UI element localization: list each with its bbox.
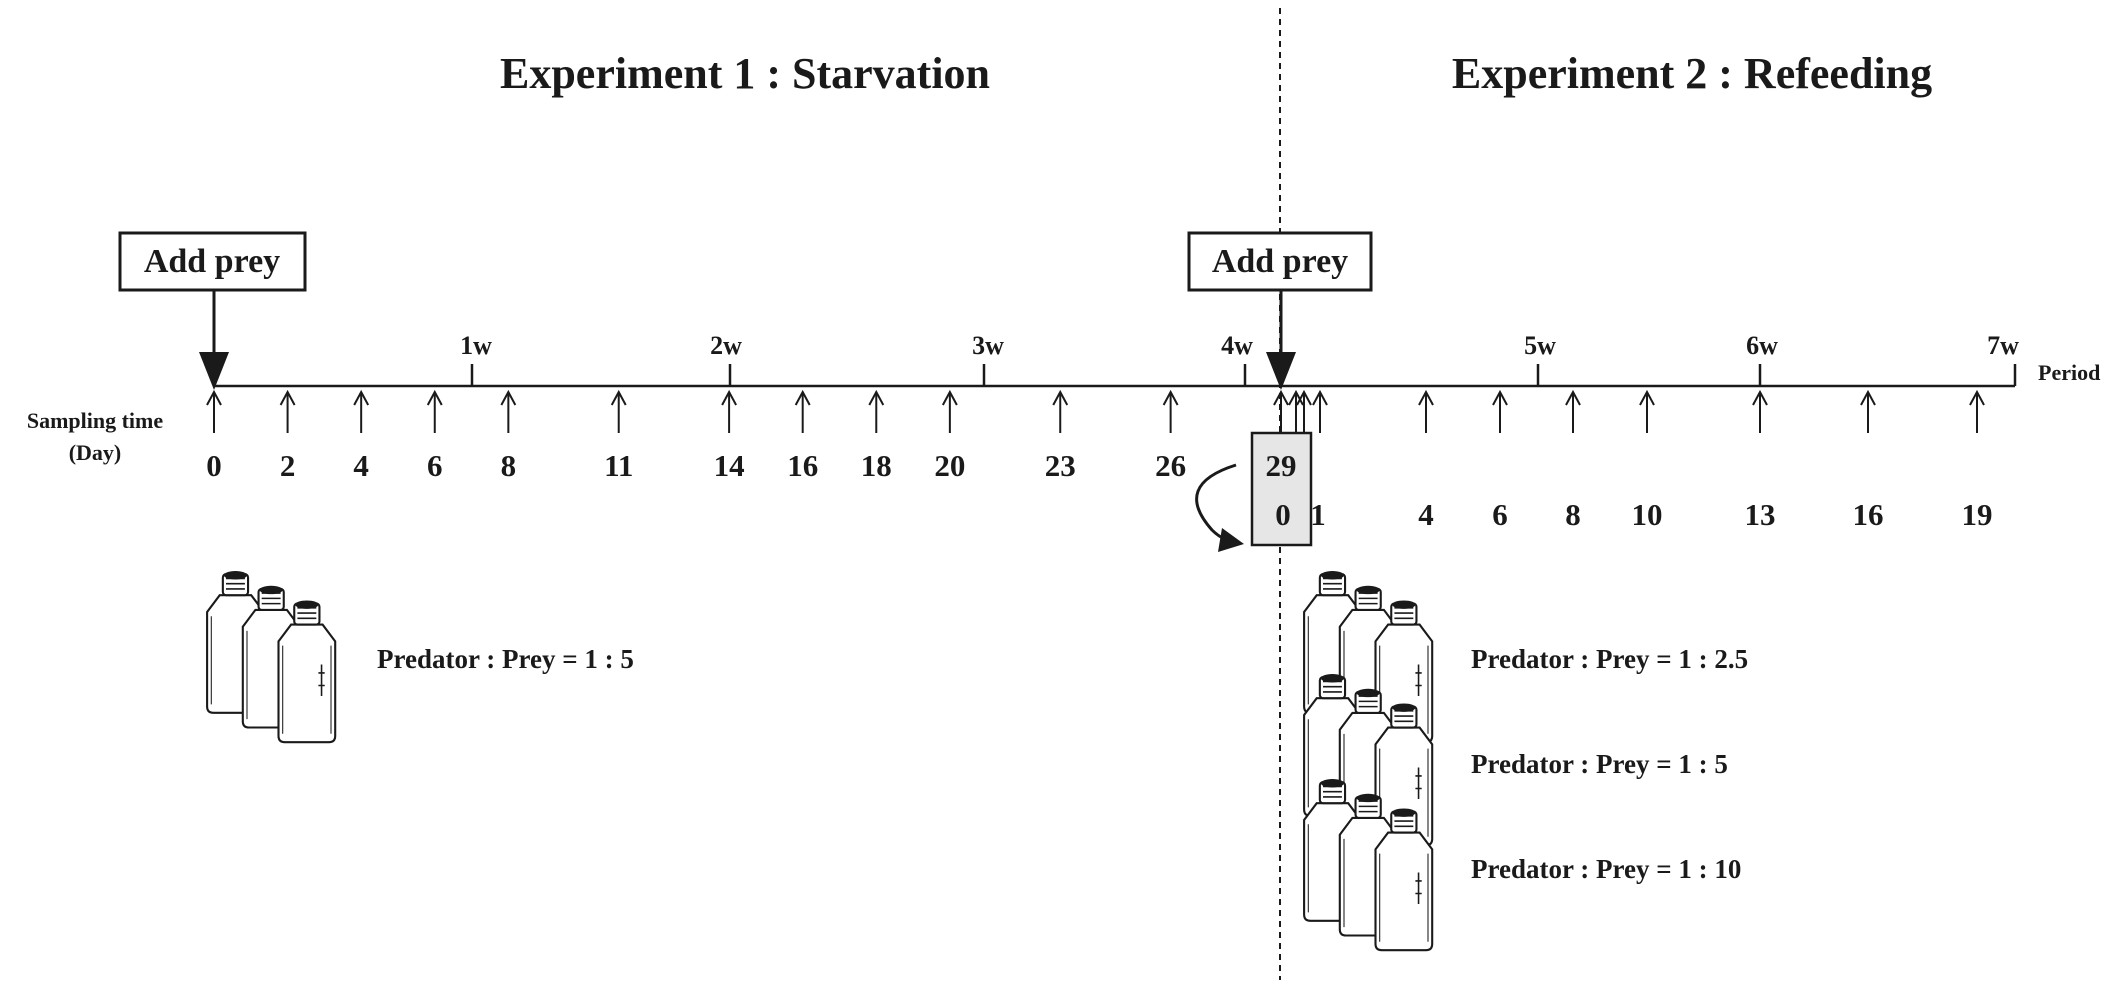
day-label-exp1-11: 11 xyxy=(604,448,633,483)
day-label-exp1-16: 16 xyxy=(787,448,818,483)
exp2-ratio-label-3: Predator : Prey = 1 : 10 xyxy=(1471,854,1741,884)
exp1-culture-bottles xyxy=(207,571,335,742)
day-label-exp2-6: 6 xyxy=(1492,497,1508,532)
add-prey-arrow-exp1 xyxy=(199,290,229,390)
sampling-arrow-exp2-day-10 xyxy=(1639,389,1655,433)
sampling-arrow-exp2-early-2 xyxy=(1312,389,1328,433)
day-label-exp1-23: 23 xyxy=(1045,448,1076,483)
week-tick-3w: 3w xyxy=(972,331,1004,386)
day-label-exp2-19: 19 xyxy=(1962,497,1993,532)
week-tick-5w: 5w xyxy=(1524,331,1556,386)
sampling-arrow-exp2-day-6 xyxy=(1492,389,1508,433)
day-label-exp1-2: 2 xyxy=(280,448,296,483)
sampling-arrow-exp2-day-4 xyxy=(1418,389,1434,433)
sampling-arrow-exp1-day-8 xyxy=(500,389,517,433)
sampling-arrow-exp1-day-2 xyxy=(279,389,296,433)
day-label-exp2-10: 10 xyxy=(1632,497,1663,532)
sampling-arrow-exp1-day-26 xyxy=(1162,389,1179,433)
sampling-time-label: Sampling time xyxy=(27,408,164,433)
sampling-arrow-exp1-day-11 xyxy=(610,389,627,433)
week-tick-2w: 2w xyxy=(710,331,742,386)
week-label-5w: 5w xyxy=(1524,331,1556,360)
day-label-exp2-1: 1 xyxy=(1310,497,1326,532)
add-prey-arrow-exp2 xyxy=(1266,290,1296,390)
day-label-exp1-20: 20 xyxy=(934,448,965,483)
day-label-exp1-18: 18 xyxy=(861,448,892,483)
day-label-exp1-4: 4 xyxy=(353,448,369,483)
sampling-arrow-exp2-day-13 xyxy=(1752,389,1768,433)
sampling-arrow-exp1-day-14 xyxy=(721,389,737,433)
sampling-arrow-exp2-day-16 xyxy=(1860,389,1876,433)
sampling-arrow-exp2-day-8 xyxy=(1565,389,1581,433)
sampling-time-unit: (Day) xyxy=(69,440,122,465)
sampling-arrow-exp1-day-29 xyxy=(1273,389,1289,433)
sampling-arrow-exp1-day-16 xyxy=(794,389,811,433)
sampling-arrow-exp1-day-0 xyxy=(206,389,222,433)
week-label-3w: 3w xyxy=(972,331,1004,360)
add-prey-box-exp1: Add prey xyxy=(118,231,307,292)
day-label-exp1-26: 26 xyxy=(1155,448,1186,483)
carry-over-arrow xyxy=(1195,463,1244,552)
day-label-exp2-13: 13 xyxy=(1745,497,1776,532)
week-label-6w: 6w xyxy=(1746,331,1778,360)
exp2-ratio-label-1: Predator : Prey = 1 : 2.5 xyxy=(1471,644,1748,674)
period-label: Period xyxy=(2038,360,2100,385)
add-prey-box-exp2: Add prey xyxy=(1187,231,1373,292)
experiment-2-title: Experiment 2 : Refeeding xyxy=(1452,49,1932,98)
week-label-2w: 2w xyxy=(710,331,742,360)
sampling-arrow-exp1-day-4 xyxy=(353,389,370,433)
add-prey-label-exp2: Add prey xyxy=(1212,243,1348,280)
sampling-arrow-exp1-day-23 xyxy=(1052,389,1069,433)
week-tick-6w: 6w xyxy=(1746,331,1778,386)
sampling-arrow-exp1-day-20 xyxy=(941,389,958,433)
week-label-4w: 4w xyxy=(1221,331,1253,360)
sampling-arrow-exp2-day-19 xyxy=(1969,389,1985,433)
day-label-exp2-0: 0 xyxy=(1275,497,1291,532)
sampling-arrow-exp2-early xyxy=(1288,389,1304,433)
sampling-arrow-exp1-day-6 xyxy=(426,389,443,433)
sampling-arrow-exp2-day-1 xyxy=(1296,389,1312,433)
week-label-7w: 7w xyxy=(1987,331,2019,360)
experiment-1-title: Experiment 1 : Starvation xyxy=(500,49,990,98)
add-prey-label-exp1: Add prey xyxy=(144,243,280,280)
day-label-exp1-14: 14 xyxy=(714,448,745,483)
exp1-ratio-label: Predator : Prey = 1 : 5 xyxy=(377,644,634,674)
day-label-exp1-8: 8 xyxy=(501,448,517,483)
sampling-arrow-exp1-day-18 xyxy=(868,389,885,433)
day-label-exp1-0: 0 xyxy=(206,448,222,483)
day-label-exp2-16: 16 xyxy=(1853,497,1884,532)
exp2-ratio-label-2: Predator : Prey = 1 : 5 xyxy=(1471,749,1728,779)
week-label-1w: 1w xyxy=(460,331,492,360)
day-label-exp2-8: 8 xyxy=(1565,497,1581,532)
day-label-exp1-29: 29 xyxy=(1266,448,1297,483)
week-tick-7w: 7w xyxy=(1987,331,2019,386)
day-label-exp1-6: 6 xyxy=(427,448,443,483)
day-label-exp2-4: 4 xyxy=(1418,497,1434,532)
week-tick-4w: 4w xyxy=(1221,331,1253,386)
week-tick-1w: 1w xyxy=(460,331,492,386)
